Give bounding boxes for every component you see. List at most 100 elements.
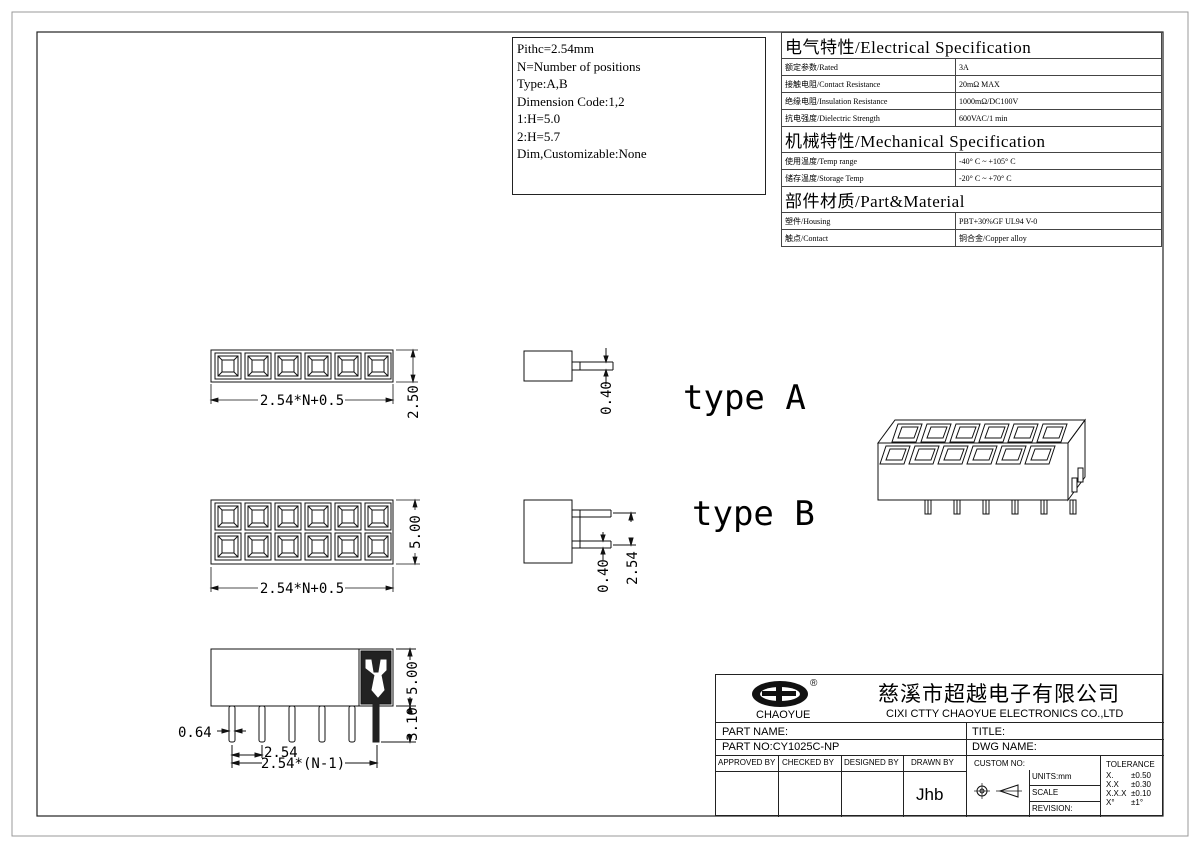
table-row: 使用温度/Temp range-40° C ~ +105° C <box>781 152 1162 170</box>
drawn-by-label: DRAWN BY <box>911 758 954 767</box>
spec-key: 触点/Contact <box>781 229 956 247</box>
units-label: UNITS:mm <box>1032 772 1072 781</box>
iso-front-face <box>877 442 1069 501</box>
note-line: Dimension Code:1,2 <box>517 93 625 109</box>
spec-value: 1000mΩ/DC100V <box>955 92 1162 110</box>
iso-contact-cell <box>891 423 923 443</box>
contact-opening <box>371 539 385 554</box>
note-line: Pithc=2.54mm <box>517 41 595 56</box>
contact-cell <box>364 502 392 531</box>
title-label: TITLE: <box>972 726 1006 738</box>
custom-no-label: CUSTOM NO: <box>974 759 1025 768</box>
front-pitch-dim: 2.54 <box>264 745 298 761</box>
contact-opening <box>221 509 235 524</box>
type-b-top-view <box>210 499 394 565</box>
iso-contact-opening <box>984 426 1006 439</box>
iso-contact-cell <box>920 423 952 443</box>
contact-opening <box>371 359 385 373</box>
contact-opening <box>281 359 295 373</box>
note-line: Dim,Customizable:None <box>517 146 647 161</box>
isometric-view <box>877 418 1086 515</box>
iso-contact-opening <box>1030 448 1052 461</box>
note-line: 2:H=5.7 <box>517 128 561 144</box>
iso-top-face <box>877 419 1086 444</box>
contact-opening <box>221 539 235 554</box>
contact-cell-inner <box>367 355 389 377</box>
drawn-by-value: Jhb <box>916 785 944 804</box>
iso-contact-cell <box>966 445 998 465</box>
contact-opening <box>371 509 385 524</box>
type-a-width-dim: 2.54*N+0.5 <box>260 393 344 409</box>
type-b-pin-dim: 0.40 <box>596 559 612 593</box>
tolerance-value: ±0.10 <box>1131 789 1151 798</box>
revision-label: REVISION: <box>1032 804 1073 813</box>
contact-opening <box>311 359 325 373</box>
contact-cell <box>334 532 362 561</box>
contact-cell-inner <box>307 355 329 377</box>
contact-cell <box>244 532 272 561</box>
contact-opening <box>221 359 235 373</box>
projection-symbol-icon <box>974 783 1022 799</box>
company-name-cn: 慈溪市超越电子有限公司 <box>878 682 1120 706</box>
spec-key: 塑件/Housing <box>781 212 956 230</box>
contact-cell-inner <box>367 535 389 558</box>
contact-cell <box>304 352 332 380</box>
iso-contact-cell <box>1024 445 1056 465</box>
spec-value: 20mΩ MAX <box>955 75 1162 93</box>
spec-key: 使用温度/Temp range <box>781 152 956 170</box>
contact-cell <box>244 352 272 380</box>
notes-box: Pithc=2.54mm N=Number of positions Type:… <box>512 37 766 195</box>
logo-mark: ® <box>810 678 818 689</box>
tolerance-key: X. <box>1106 771 1114 780</box>
type-a-pin-dim: 0.40 <box>599 381 615 415</box>
iso-contact-opening <box>955 426 977 439</box>
outer-frame <box>11 11 1189 837</box>
iso-contact-opening <box>926 426 948 439</box>
contact-cell <box>334 352 362 380</box>
contact-cell-inner <box>247 355 269 377</box>
electrical-title: 电气特性/Electrical Specification <box>781 32 1162 59</box>
tolerance-key: X° <box>1106 798 1115 807</box>
contact-cell <box>364 352 392 380</box>
contact-cell-inner <box>307 535 329 558</box>
iso-contact-opening <box>972 448 994 461</box>
inner-frame <box>36 31 1164 817</box>
iso-contact-opening <box>885 448 907 461</box>
spec-key: 抗电强度/Dielectric Strength <box>781 109 956 127</box>
contact-opening <box>341 539 355 554</box>
spec-value: 3A <box>955 58 1162 76</box>
type-a-dims <box>209 348 418 404</box>
note-line: N=Number of positions <box>517 58 641 74</box>
type-b-height-dim: 5.00 <box>408 515 424 549</box>
type-b-dims <box>209 498 420 592</box>
spec-value: PBT+30%GF UL94 V-0 <box>955 212 1162 230</box>
contact-cell-inner <box>277 355 299 377</box>
contact-cell-inner <box>277 535 299 558</box>
contact-opening <box>341 509 355 524</box>
front-span-dim: 2.54*(N-1) <box>261 756 345 772</box>
front-section-view <box>210 647 416 768</box>
contact-cell-inner <box>337 355 359 377</box>
spec-key: 储存温度/Storage Temp <box>781 169 956 187</box>
iso-contact-cell <box>1007 423 1039 443</box>
iso-contact-opening <box>943 448 965 461</box>
material-title: 部件材质/Part&Material <box>781 186 1162 213</box>
type-b-side-view <box>523 499 636 564</box>
spec-value: 铜合金/Copper alloy <box>955 229 1162 247</box>
iso-contact-cell <box>908 445 940 465</box>
scale-label: SCALE <box>1032 788 1059 797</box>
contact-cell <box>364 532 392 561</box>
type-a-side-view <box>523 348 614 384</box>
contact-opening <box>251 359 265 373</box>
iso-contact-opening <box>1013 426 1035 439</box>
type-b-pitch-dim: 2.54 <box>625 551 641 585</box>
contact-opening <box>281 509 295 524</box>
contact-opening <box>311 509 325 524</box>
contact-opening <box>251 509 265 524</box>
contact-cell <box>274 502 302 531</box>
logo-text: CHAOYUE <box>756 709 811 721</box>
